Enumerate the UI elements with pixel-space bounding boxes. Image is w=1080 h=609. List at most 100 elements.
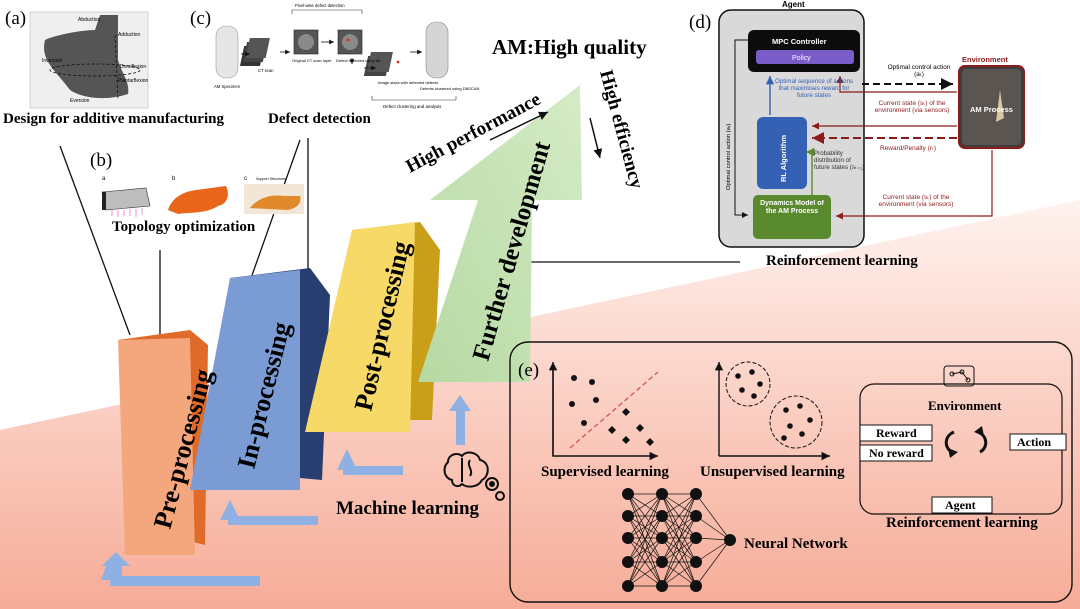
background-band bbox=[0, 200, 1080, 609]
step-image-stack: Image stack with detected defects bbox=[378, 80, 438, 85]
headline: AM:High quality bbox=[492, 35, 647, 59]
unsupervised-label: Unsupervised learning bbox=[700, 464, 845, 480]
nn-node bbox=[622, 532, 634, 544]
image-stack-defects bbox=[363, 52, 400, 76]
nn-node bbox=[690, 488, 702, 500]
action-box bbox=[1009, 433, 1067, 451]
nn-edge bbox=[627, 515, 663, 539]
label-inversion: Inversion bbox=[42, 58, 63, 64]
circuit-hand-icon bbox=[943, 365, 975, 387]
panel-b: a b c Support Structures bbox=[101, 176, 304, 217]
topology-part-orange bbox=[168, 186, 228, 214]
nn-edge bbox=[661, 493, 697, 563]
panel-d-letter: (d) bbox=[689, 12, 712, 33]
foot-shape bbox=[44, 15, 129, 99]
agent-rl-label: Agent bbox=[945, 498, 976, 512]
high-efficiency-label: High efficiency bbox=[595, 68, 647, 192]
nn-edge bbox=[627, 537, 663, 587]
high-performance-arrow bbox=[489, 111, 549, 141]
ml-input-arrows bbox=[101, 395, 471, 586]
nn-node bbox=[690, 510, 702, 522]
ct-stack bbox=[239, 38, 270, 66]
panel-d-caption: Reinforcement learning bbox=[766, 253, 918, 269]
panel-c: Pixel-wise defect detection AM Specimen … bbox=[214, 3, 479, 109]
label-eversion: Eversion bbox=[70, 98, 90, 104]
nn-edge bbox=[695, 539, 731, 563]
nn-edge bbox=[627, 493, 663, 563]
nn-edge bbox=[627, 537, 663, 563]
nn-node bbox=[656, 556, 668, 568]
state-arrow-to-dynamics bbox=[836, 150, 993, 220]
nn-edge bbox=[627, 515, 663, 587]
nn-edge bbox=[627, 493, 663, 539]
ct-flow-arrows bbox=[241, 39, 422, 71]
beam-block bbox=[101, 187, 151, 211]
panel-c-letter: (c) bbox=[190, 8, 212, 29]
policy-box bbox=[756, 50, 854, 64]
environment-rl-label: Environment bbox=[928, 398, 1002, 413]
cycle-arrows-icon bbox=[944, 426, 988, 458]
step-dbscan: Defects clustered using DBSCAN bbox=[420, 86, 479, 91]
optimal-control-left-label: Optimal control action (aₜ) bbox=[726, 123, 732, 190]
agent-rl-box bbox=[931, 496, 993, 514]
step-ct-scan: CT scan bbox=[258, 68, 274, 73]
reward-box bbox=[859, 424, 933, 442]
stage-pre-processing bbox=[118, 330, 208, 555]
no-reward-label: No reward bbox=[869, 446, 924, 460]
state-sensors-label-2: Current state (sₜ) of the environment (v… bbox=[878, 194, 954, 209]
nn-edge bbox=[661, 561, 697, 587]
connector-lines bbox=[59, 138, 740, 336]
dynamics-label: Dynamics Model of the AM Process bbox=[760, 200, 824, 216]
supervised-plot bbox=[548, 362, 659, 461]
label-plantarflexion: Plantarflexion bbox=[118, 78, 149, 84]
unsupervised-plot bbox=[714, 361, 830, 461]
reward-label: Reward bbox=[876, 426, 917, 440]
nn-node bbox=[690, 532, 702, 544]
nn-node bbox=[656, 510, 668, 522]
nn-edge bbox=[661, 493, 697, 517]
nn-edge bbox=[627, 493, 663, 517]
panel-a-letter: (a) bbox=[5, 8, 27, 29]
panel-e bbox=[509, 341, 1073, 603]
nn-node bbox=[622, 488, 634, 500]
panel-b-sub-c: c bbox=[244, 176, 247, 182]
nn-node bbox=[656, 580, 668, 592]
policy-label: Policy bbox=[792, 55, 811, 62]
nn-edge bbox=[695, 493, 731, 541]
probability-label: Probability distribution of future state… bbox=[814, 150, 865, 172]
nn-node bbox=[622, 580, 634, 592]
nn-edge bbox=[661, 537, 697, 587]
optimal-sequence-label: Optimal sequence of actions that maximis… bbox=[774, 78, 854, 100]
dbscan-cloud bbox=[425, 21, 449, 79]
panel-a-caption: Design for additive manufacturing bbox=[3, 111, 224, 127]
stage-post-processing bbox=[305, 222, 440, 432]
high-efficiency-arrow bbox=[589, 117, 603, 159]
nn-node bbox=[622, 556, 634, 568]
supervised-label: Supervised learning bbox=[541, 464, 669, 480]
nn-node bbox=[656, 532, 668, 544]
reward-penalty-label: Reward/Penalty (rₜ) bbox=[880, 145, 936, 152]
environment-title: Environment bbox=[962, 55, 1008, 64]
nn-node bbox=[690, 556, 702, 568]
nn-edge bbox=[627, 561, 663, 587]
reinforcement-e-label: Reinforcement learning bbox=[886, 515, 1038, 531]
panel-a: Abduction Inversion Eversion Dorsiflexio… bbox=[29, 11, 149, 109]
mpc-label: MPC Controller bbox=[772, 37, 827, 46]
nn-edge bbox=[661, 493, 697, 539]
machine-learning-label: Machine learning bbox=[336, 498, 480, 519]
panel-d: Agent MPC Controller Policy RL Algorithm… bbox=[718, 0, 1025, 248]
nn-node bbox=[724, 534, 736, 546]
neural-network-label: Neural Network bbox=[744, 536, 848, 552]
step-am-specimen: AM Specimen bbox=[214, 84, 241, 89]
rl-box bbox=[757, 117, 807, 189]
panel-e-letter: (e) bbox=[518, 360, 540, 381]
panel-b-sub-a: a bbox=[102, 176, 106, 182]
state-sensors-label-1: Current state (sₜ) of the environment (v… bbox=[874, 100, 950, 115]
am-process-label: AM Process bbox=[970, 105, 1013, 114]
step-defect-ml: Defect detected using ML bbox=[336, 58, 382, 63]
step-original-ct: Original CT scan layer bbox=[292, 58, 332, 63]
panel-b-support-note: Support Structures bbox=[256, 177, 286, 181]
nn-edge bbox=[695, 539, 731, 587]
stage-in-processing bbox=[190, 268, 330, 490]
